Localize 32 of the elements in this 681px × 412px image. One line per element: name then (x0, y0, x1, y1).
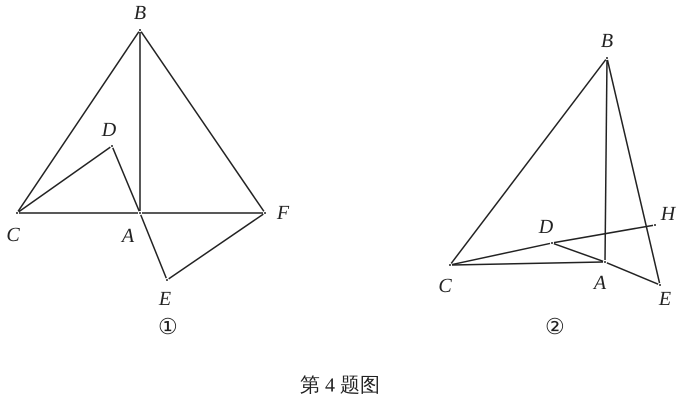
point-label: F (276, 203, 290, 223)
line-segment (450, 59, 606, 264)
point-label: C (6, 225, 20, 245)
point-label: H (660, 204, 676, 224)
point-label: A (122, 226, 134, 246)
point-label: D (538, 217, 554, 237)
line-segment (452, 242, 550, 266)
line-segment (112, 148, 140, 212)
line-segment (452, 261, 604, 266)
line-segment (604, 60, 608, 260)
figure-number: ② (545, 314, 565, 340)
point-label: C (438, 276, 452, 296)
point-label: A (594, 273, 606, 293)
figure-number: ① (158, 314, 178, 340)
line-segment (554, 242, 604, 262)
point-label: B (134, 3, 146, 23)
point-label: D (102, 120, 116, 140)
line-segment (18, 31, 140, 212)
line-segment (139, 32, 141, 211)
line-segment (606, 60, 660, 284)
line-segment (19, 212, 138, 214)
figure-caption: 第 4 题图 (300, 374, 380, 398)
line-segment (18, 146, 111, 212)
line-segment (168, 214, 264, 280)
line-segment (554, 224, 654, 244)
line-segment (140, 31, 264, 212)
point-label: E (158, 289, 172, 309)
point-label: E (658, 289, 672, 309)
point-label: B (600, 31, 614, 51)
line-segment (142, 212, 263, 214)
line-segment (606, 262, 658, 285)
line-segment (140, 214, 167, 278)
